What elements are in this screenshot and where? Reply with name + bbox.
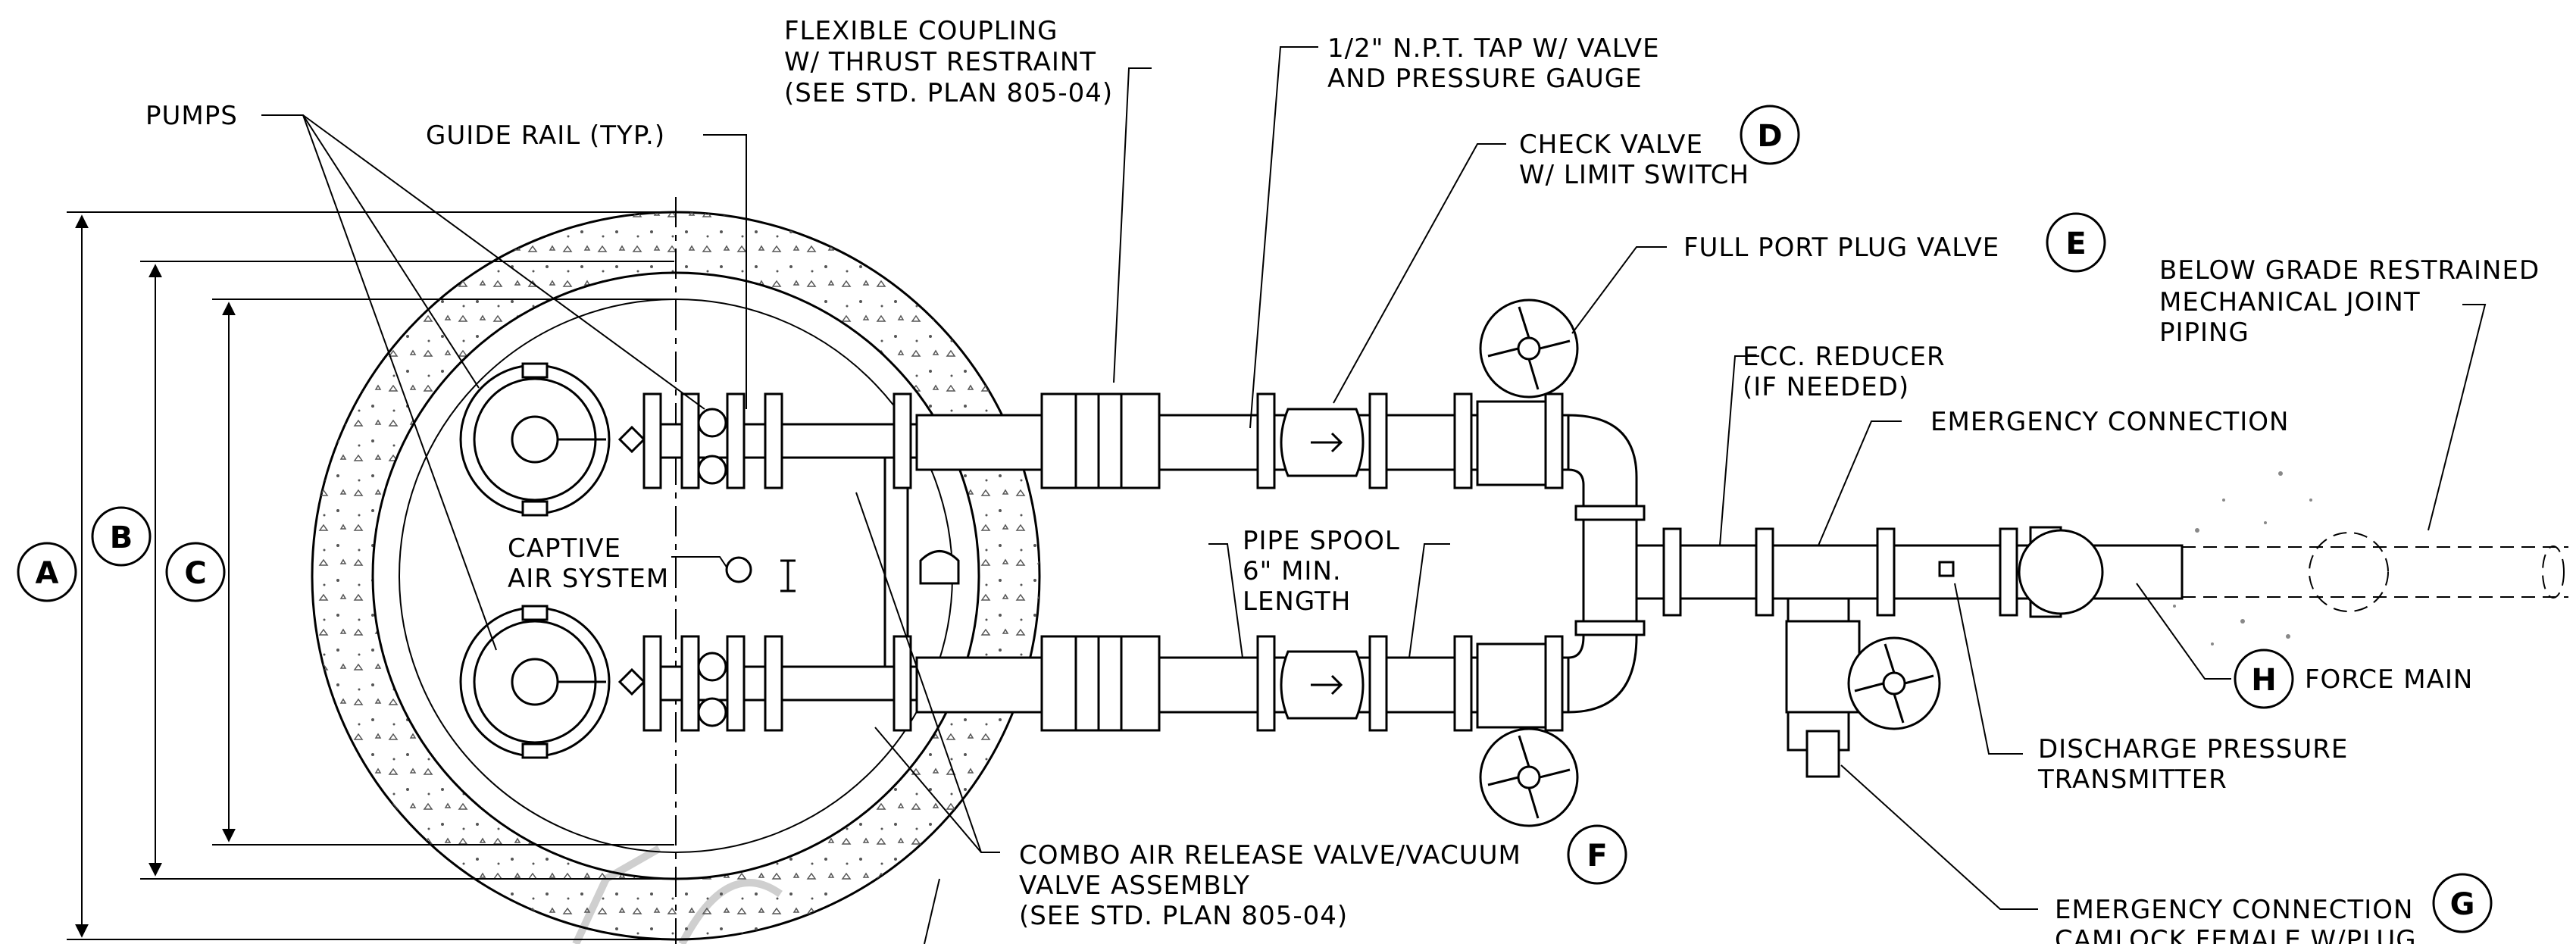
guide-rails xyxy=(697,408,727,727)
emergency-camlock-label-line1: EMERGENCY CONNECTION xyxy=(2055,895,2414,925)
below-grade-piping xyxy=(2182,532,2568,612)
below-grade-label-line3: PIPING xyxy=(2159,317,2249,348)
force-main-end xyxy=(2018,526,2104,618)
below-grade-label-line2: MECHANICAL JOINT xyxy=(2159,287,2421,317)
svg-text:B: B xyxy=(110,520,133,555)
leader-lines xyxy=(261,46,2487,944)
discharge-transmitter-label-line1: DISCHARGE PRESSURE xyxy=(2038,734,2348,764)
pumps-label: PUMPS xyxy=(145,101,238,131)
pump-upper xyxy=(459,362,646,517)
tap-label-line1: 1/2" N.P.T. TAP W/ VALVE xyxy=(1327,33,1660,64)
svg-text:F: F xyxy=(1587,839,1607,874)
discharge-transmitter-label-line2: TRANSMITTER xyxy=(2037,764,2227,795)
emergency-camlock-label-line2: CAMLOCK FEMALE W/PLUG xyxy=(2055,925,2417,944)
pipe-spool-label-line2: 6" MIN. xyxy=(1243,556,1342,586)
callout-e: E xyxy=(2046,212,2106,273)
below-grade-label-line1: BELOW GRADE RESTRAINED xyxy=(2159,255,2540,286)
plug-valve-upper xyxy=(1476,299,1579,486)
ecc-reducer-label-line1: ECC. REDUCER xyxy=(1743,342,1946,372)
pipe-spool-label-line1: PIPE SPOOL xyxy=(1243,526,1400,556)
flexible-coupling-upper xyxy=(1040,392,1161,489)
check-valve-label-line1: CHECK VALVE xyxy=(1519,130,1703,160)
plug-valve-emergency xyxy=(1785,620,1941,778)
callout-b: B xyxy=(91,506,152,567)
combo-valve-label-line2: VALVE ASSEMBLY xyxy=(1019,871,1250,901)
below-grade-soil xyxy=(2173,471,2312,645)
captive-air-label-line1: CAPTIVE xyxy=(508,533,621,564)
callout-c: C xyxy=(165,542,226,602)
guide-rail-label: GUIDE RAIL (TYP.) xyxy=(426,120,665,151)
discharge-piping xyxy=(642,414,2184,752)
callout-g: G xyxy=(2432,873,2493,933)
captive-air-label-line2: AIR SYSTEM xyxy=(508,564,669,594)
emergency-connection-label: EMERGENCY CONNECTION xyxy=(1930,407,2290,437)
ecc-reducer-label-line2: (IF NEEDED) xyxy=(1743,372,1909,402)
plug-valve-lower xyxy=(1476,642,1579,827)
force-main-label: FORCE MAIN xyxy=(2305,664,2473,695)
plug-valve-label: FULL PORT PLUG VALVE xyxy=(1683,233,1999,263)
svg-text:G: G xyxy=(2450,887,2475,922)
svg-text:A: A xyxy=(36,556,59,591)
pressure-transmitter xyxy=(1938,561,1955,577)
check-valve-label-line2: W/ LIMIT SWITCH xyxy=(1519,160,1749,190)
dimension-lines xyxy=(67,211,674,940)
combo-valve-label-line3: (SEE STD. PLAN 805-04) xyxy=(1019,901,1348,931)
combo-valve-label-line1: COMBO AIR RELEASE VALVE/VACUUM xyxy=(1019,840,1521,871)
svg-text:D: D xyxy=(1757,119,1782,154)
callout-d: D xyxy=(1740,105,1800,165)
svg-text:E: E xyxy=(2065,227,2086,261)
svg-text:H: H xyxy=(2251,663,2276,698)
callout-a: A xyxy=(17,542,77,602)
flexible-coupling-label-line3: (SEE STD. PLAN 805-04) xyxy=(784,78,1113,108)
callout-f: F xyxy=(1567,824,1627,885)
check-valve-upper xyxy=(1280,408,1365,477)
flexible-coupling-label-line1: FLEXIBLE COUPLING xyxy=(784,16,1058,46)
tap-label-line2: AND PRESSURE GAUGE xyxy=(1327,64,1643,94)
flexible-coupling-lower xyxy=(1040,635,1161,732)
check-valve-lower xyxy=(1280,650,1365,720)
svg-text:C: C xyxy=(184,556,206,591)
callout-h: H xyxy=(2234,649,2294,709)
flexible-coupling-label-line2: W/ THRUST RESTRAINT xyxy=(784,47,1096,77)
pipe-spool-label-line3: LENGTH xyxy=(1243,586,1351,617)
captive-air-system xyxy=(725,550,960,592)
pump-lower xyxy=(459,605,646,759)
